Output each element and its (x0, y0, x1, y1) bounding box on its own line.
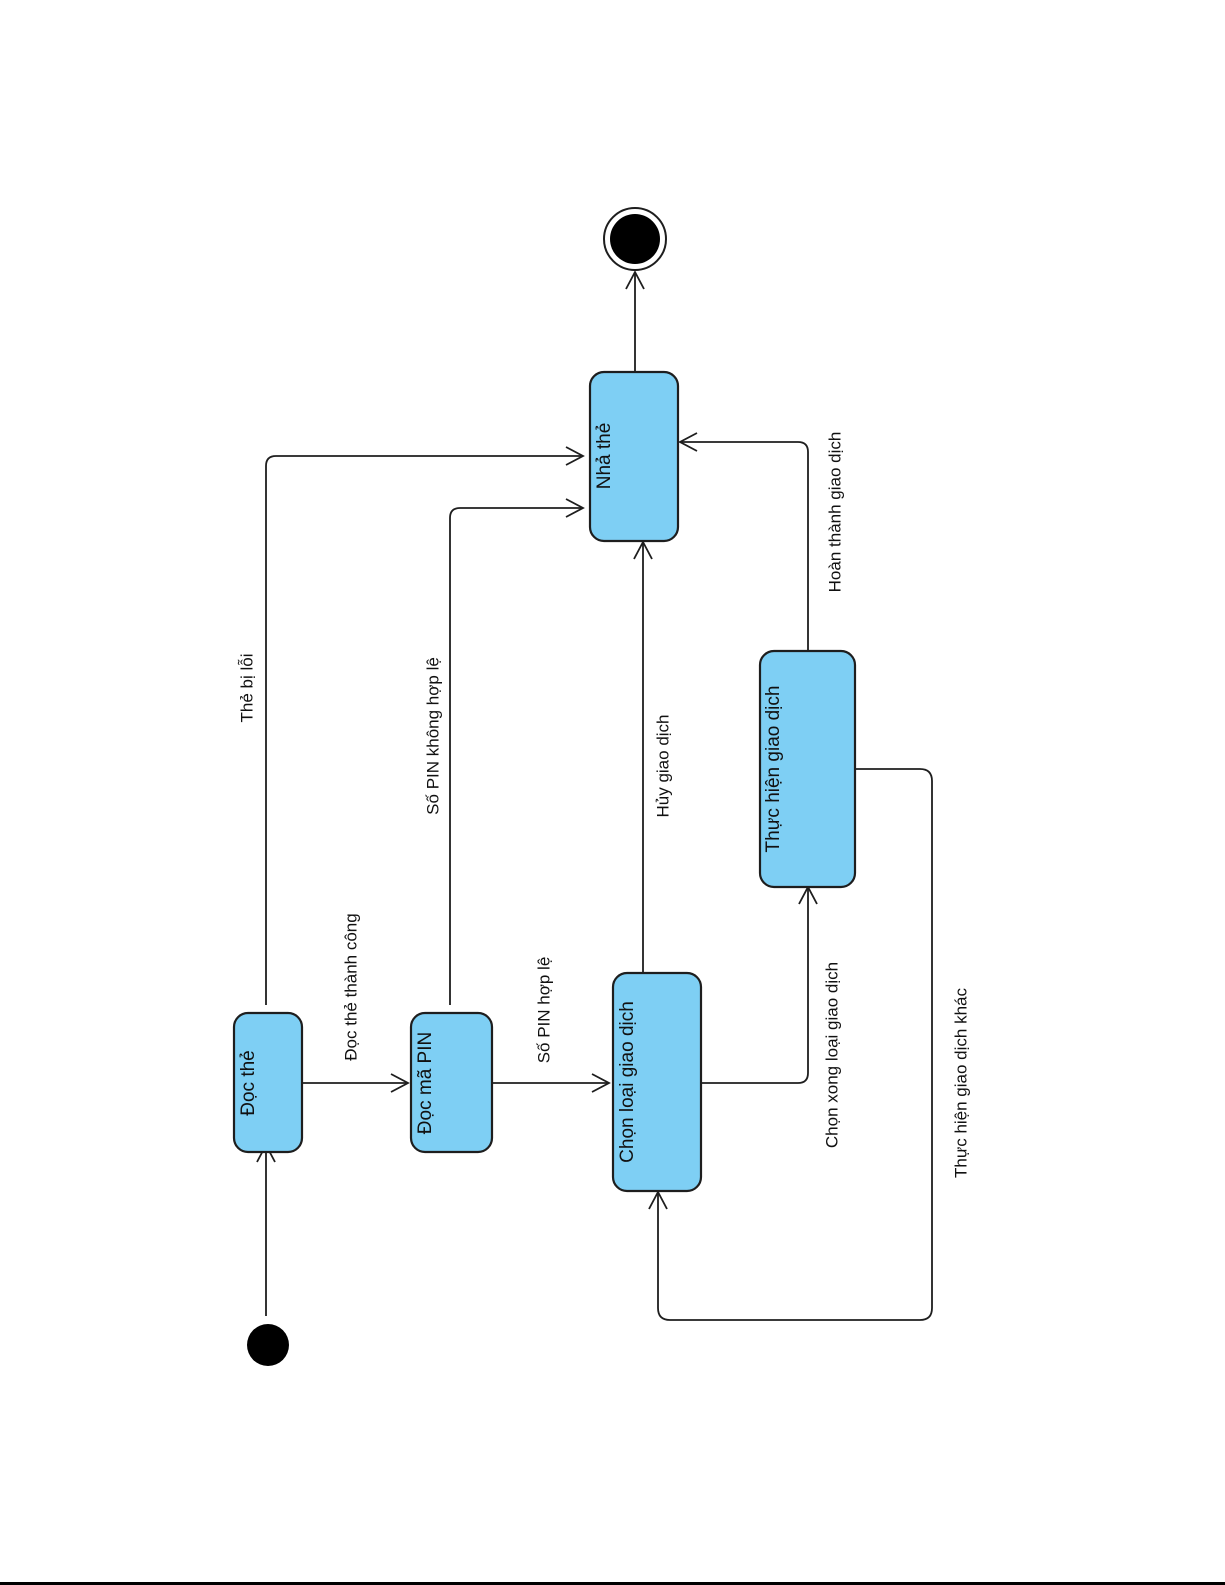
final-node (604, 208, 666, 270)
edge-label-doc-the-thanh-cong: Đọc thẻ thành công (341, 913, 360, 1060)
edge-label-hoan-thanh-giao-dich: Hoàn thành giao dịch (825, 432, 844, 593)
state-label-thuc-hien-giao-dich: Thực hiện giao dịch (763, 686, 784, 853)
state-label-doc-the: Đọc thẻ (238, 1050, 259, 1115)
edge-label-huy-giao-dich: Hủy giao dịch (653, 714, 672, 817)
edge-label-so-pin-khong-hop-le: Số PIN không hợp lệ (423, 657, 442, 815)
edge-label-thuc-hien-giao-dich-khac: Thực hiện giao dịch khác (951, 988, 970, 1178)
initial-node (247, 1324, 289, 1366)
state-nha-the: Nhả thẻ (590, 372, 678, 541)
edge-hoan-thanh-giao-dich (680, 442, 808, 650)
state-chon-loai-giao-dich: Chọn loại giao dịch (613, 973, 701, 1191)
edge-label-chon-xong-loai-giao-dich: Chọn xong loại giao dịch (822, 962, 841, 1148)
state-label-nha-the: Nhả thẻ (594, 423, 615, 490)
state-thuc-hien-giao-dich: Thực hiện giao dịch (760, 651, 855, 887)
state-doc-ma-pin: Đọc mã PIN (411, 1013, 492, 1152)
edge-label-the-bi-loi: Thẻ bị lỗi (237, 654, 256, 723)
edge-label-so-pin-hop-le: Số PIN hợp lệ (534, 957, 553, 1064)
state-label-chon-loai-giao-dich: Chọn loại giao dịch (617, 1001, 638, 1163)
state-label-doc-ma-pin: Đọc mã PIN (415, 1032, 436, 1134)
edge-chon-xong-loai-giao-dich (700, 887, 808, 1083)
state-doc-the: Đọc thẻ (234, 1013, 302, 1152)
edge-so-pin-khong-hop-le (450, 508, 583, 1005)
